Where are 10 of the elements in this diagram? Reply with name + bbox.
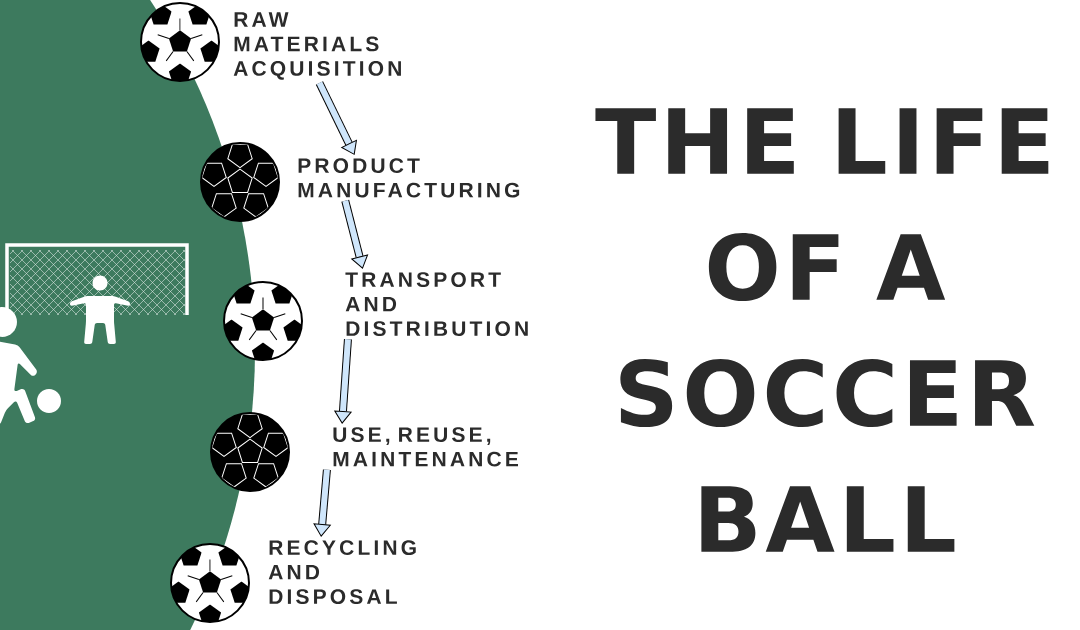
arrow: [315, 81, 357, 155]
title: THE LIFE OF A SOCCER BALL: [595, 108, 1049, 552]
stage-label: TRANSPORT AND DISTRIBUTION: [345, 272, 528, 337]
arrow: [313, 469, 331, 537]
stage-label: RAW MATERIALS ACQUISITION: [233, 12, 401, 80]
stage-label: USE, REUSE, MAINTENANCE: [333, 427, 518, 467]
arrow: [341, 199, 369, 269]
stage-label: PRODUCT MANUFACTURING: [298, 158, 520, 198]
stage-label: RECYCLING AND DISPOSAL: [268, 540, 416, 605]
arrow: [334, 339, 352, 424]
